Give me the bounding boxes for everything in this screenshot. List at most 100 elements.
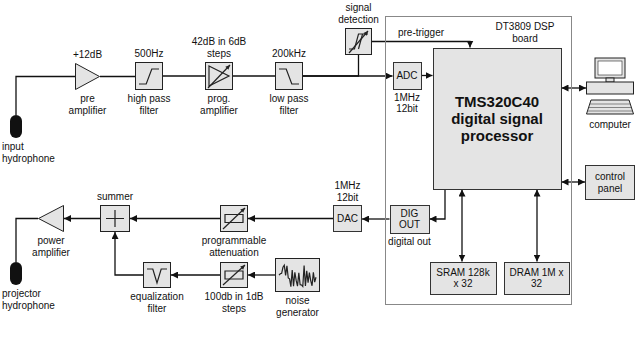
signal-connector [16,77,75,116]
keyboard [587,100,634,114]
amplifier-symbol-graphic [75,63,100,90]
converter-box: ADC1MHz 12bit [393,62,422,90]
signal-connector [171,274,220,275]
shape-body [276,259,320,292]
signal-connector [562,181,586,182]
signal-connector [461,190,462,262]
box-label: DRAM 1M x 32 [505,266,569,291]
part-label: 500Hz [124,48,174,60]
part-label: 1MHz 12bit [330,180,366,203]
box-label: DIG OUT [391,207,429,232]
board-outline: ADC1MHz 12bitTMS320C40 digital signal pr… [385,16,572,305]
shape-body [346,29,372,55]
attenuator-box: programmable attenuation [220,205,248,232]
signal-connector [303,55,359,76]
converter-box: 1MHz 12bitDAC [333,205,362,232]
filter-box-graphic [275,62,303,90]
signal-connector [562,87,587,88]
part-label: noise generator [267,295,329,318]
part-label: summer [90,191,140,203]
filter-box-graphic [143,262,171,288]
memory-box: DRAM 1M x 32 [504,262,570,295]
shape-body [136,63,163,90]
box-label: SRAM 128k x 32 [431,266,496,291]
keyboard-keys [590,104,630,105]
symbol-stroke [106,210,124,227]
noise-source-graphic [275,258,320,292]
computer-icon-graphic [586,58,634,116]
part-label: high pass filter [126,93,172,116]
part-label: digital out [380,236,440,248]
signal-connector [163,75,205,76]
filter-box: equalization filter [143,262,171,288]
attenuator-box: 100db in 1dB steps [220,262,248,288]
amplifier-triangle [39,206,64,232]
attenuator-box-graphic [220,262,248,288]
keyboard-keys [588,111,632,112]
signal-connector [233,75,275,76]
part-label: equalization filter [125,291,189,314]
hydrophone-body [10,262,22,285]
adjust-arrow [349,31,368,53]
output-box: DIG OUTdigital out [390,205,430,234]
adjust-arrow-head [225,65,230,70]
signal-label: pre-trigger [396,27,446,38]
part-label: signal detection [334,2,384,25]
shape-body [206,63,233,90]
part-label: 100db in 1dB steps [202,291,266,314]
detector-box: signal detection [345,28,372,55]
part-label: 1MHz 12bit [389,92,425,115]
monitor-stand [606,78,614,82]
hydrophone-icon-graphic [10,115,22,138]
part-label: prog. amplifier [192,93,246,116]
adjust-arrow [223,208,245,229]
keyboard-keys [589,107,631,108]
part-label: input hydrophone [2,141,66,164]
signal-connector [100,76,135,77]
shape-body [221,263,248,288]
part-label: DT3809 DSP board [483,21,567,44]
adjust-arrow-head [363,31,368,36]
part-label: pre amplifier [63,93,113,116]
symbol-stroke [279,69,299,84]
part-label: power amplifier [21,235,81,258]
amplifier-symbol-graphic [205,62,233,90]
shape-body [101,206,130,232]
noise-trace [279,265,316,286]
summer-box: summer [100,205,130,232]
part-label: projector hydrophone [2,288,66,311]
system-unit [587,82,634,94]
hydrophone-body [10,115,22,138]
panel-box: control panel [585,165,635,200]
amplifier-symbol: power amplifier [38,205,64,232]
signal-connector [115,232,143,275]
screen [598,61,622,75]
adjust-arrow [208,65,230,88]
monitor [595,58,625,78]
box-label: ADC [394,69,419,83]
box-label: TMS320C40 digital signal processor [434,89,561,149]
adjust-arrow [223,265,245,285]
attenuator-box-graphic [220,205,248,232]
signal-connector [248,218,333,219]
computer-icon: computer [586,58,634,116]
detector-box-graphic [345,28,372,55]
adjust-arrow-head [240,208,245,213]
part-label: +12dB [63,49,113,61]
signal-connector [430,190,446,220]
symbol-stroke [139,69,159,84]
box-label: DAC [335,212,360,226]
hydrophone-icon: input hydrophone [10,115,22,138]
shape-body [144,263,171,288]
signal-connector [536,190,537,262]
shape-body [276,63,303,90]
amplifier-symbol: +12dBpre amplifier [75,63,100,90]
part-label: 200kHz [264,48,314,60]
memory-box: SRAM 128k x 32 [430,262,497,295]
summer-box-graphic [100,205,130,232]
part-label: programmable attenuation [192,235,276,258]
noise-source: noise generator [275,258,320,292]
filter-box-graphic [135,62,163,90]
hydrophone-icon: projector hydrophone [10,262,22,285]
